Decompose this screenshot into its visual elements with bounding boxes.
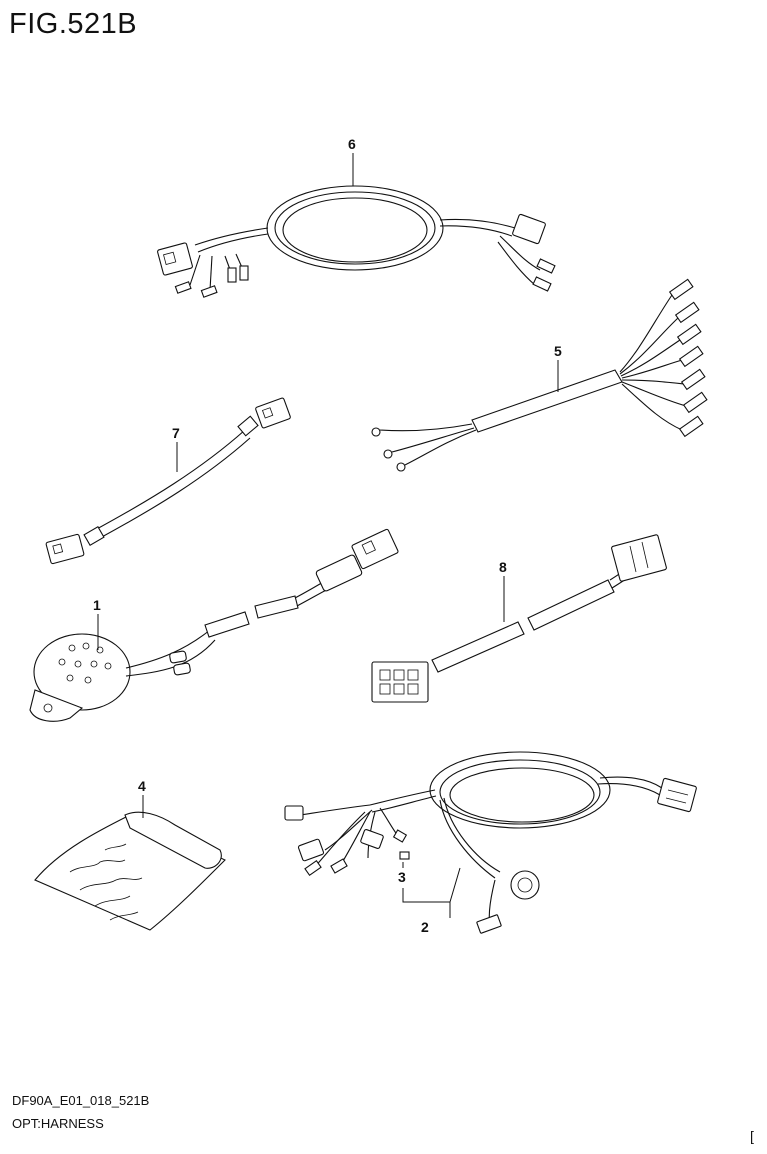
part-4-bag[interactable] xyxy=(34,811,226,931)
part-1-buzzer[interactable] xyxy=(29,528,399,722)
callout-5: 5 xyxy=(554,343,562,392)
callout-label-2: 2 xyxy=(421,919,429,935)
part-5-harness[interactable] xyxy=(371,278,708,472)
callout-label-7: 7 xyxy=(172,425,180,441)
callout-7: 7 xyxy=(172,425,180,472)
callout-2: 2 xyxy=(402,867,461,935)
callout-label-8: 8 xyxy=(499,559,507,575)
callout-label-3: 3 xyxy=(398,869,406,885)
callout-label-4: 4 xyxy=(138,778,146,794)
callout-4: 4 xyxy=(138,778,146,818)
figure-name: OPT:HARNESS xyxy=(12,1116,104,1131)
callout-label-6: 6 xyxy=(348,136,356,152)
part-3-fuse[interactable] xyxy=(399,851,410,860)
callout-label-5: 5 xyxy=(554,343,562,359)
part-6-harness[interactable] xyxy=(157,185,556,298)
figure-title: FIG.521B xyxy=(9,8,138,40)
callout-3: 3 xyxy=(398,862,406,885)
callout-1: 1 xyxy=(93,597,101,650)
figure-code: DF90A_E01_018_521B xyxy=(12,1093,150,1108)
part-8-harness[interactable] xyxy=(371,534,667,703)
part-2-harness[interactable] xyxy=(284,751,697,934)
callout-label-1: 1 xyxy=(93,597,101,613)
callout-8: 8 xyxy=(499,559,507,622)
part-7-harness[interactable] xyxy=(45,397,291,565)
corner-mark: [ xyxy=(750,1128,754,1144)
callout-6: 6 xyxy=(348,136,356,186)
